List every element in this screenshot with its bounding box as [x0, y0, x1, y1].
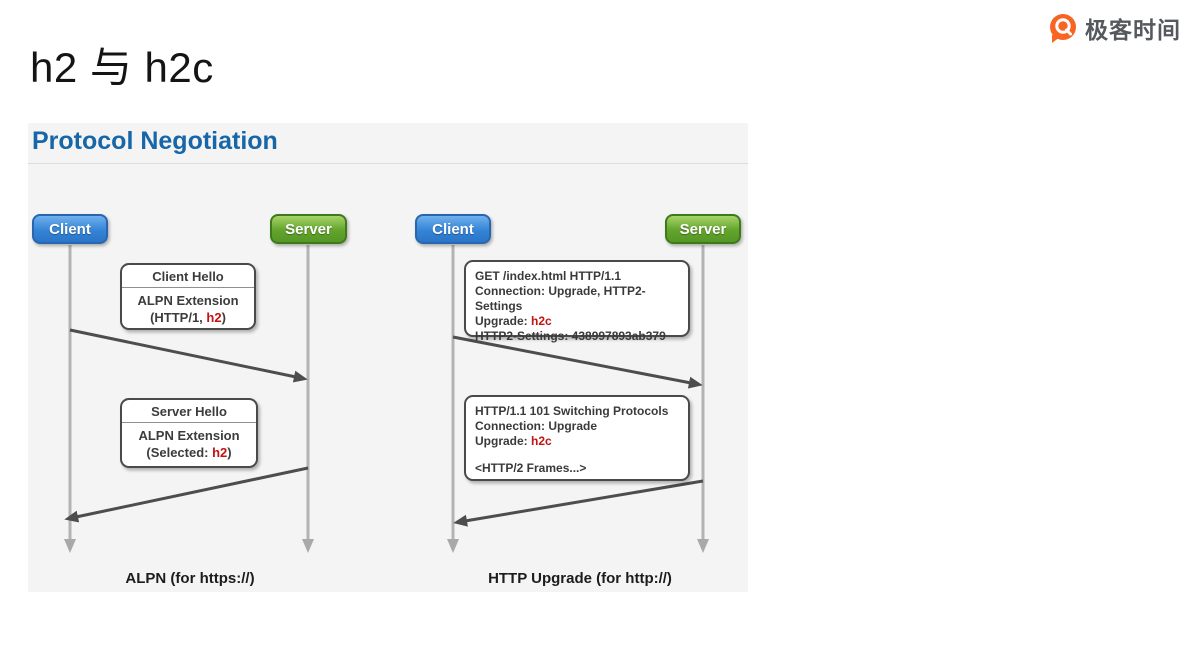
- geektime-logo-icon: [1050, 14, 1076, 43]
- upgrade-client-actor: Client: [415, 214, 491, 244]
- request-line: Connection: Upgrade, HTTP2-Settings: [475, 284, 646, 313]
- slide-title: h2 与 h2c: [30, 44, 214, 91]
- alpn-client-actor: Client: [32, 214, 108, 244]
- msgbox-line: (Selected: h2): [122, 444, 256, 461]
- detail-suffix: ): [227, 445, 232, 460]
- response-line: Connection: Upgrade: [475, 419, 597, 433]
- response-line: <HTTP/2 Frames...>: [475, 461, 587, 475]
- line-prefix: Upgrade:: [475, 434, 532, 448]
- request-line: Upgrade: h2c: [475, 314, 679, 329]
- detail-prefix: (HTTP/1,: [150, 310, 207, 325]
- request-line: GET /index.html HTTP/1.1: [475, 269, 622, 283]
- alpn-client-hello-box: Client Hello ALPN Extension (HTTP/1, h2): [120, 263, 256, 330]
- line-highlight: h2c: [531, 434, 552, 448]
- response-line: HTTP/1.1 101 Switching Protocols: [475, 404, 669, 418]
- msgbox-body: ALPN Extension (Selected: h2): [122, 423, 256, 461]
- detail-highlight: h2: [212, 445, 228, 460]
- panel-title: Protocol Negotiation: [32, 127, 278, 155]
- blank-line: [475, 449, 679, 461]
- detail-suffix: ): [221, 310, 226, 325]
- msgbox-line: ALPN Extension: [137, 293, 239, 308]
- msgbox-title: Client Hello: [122, 265, 254, 288]
- alpn-server-actor: Server: [270, 214, 347, 244]
- detail-prefix: (Selected:: [146, 445, 213, 460]
- alpn-server-hello-box: Server Hello ALPN Extension (Selected: h…: [120, 398, 258, 468]
- protocol-negotiation-panel: Protocol Negotiation Client Server: [28, 123, 748, 592]
- alpn-request-arrow: [69, 328, 308, 383]
- panel-divider: [28, 163, 748, 164]
- upgrade-response-arrow: [453, 479, 704, 527]
- sequence-lines: [64, 245, 709, 553]
- response-line: Upgrade: h2c: [475, 434, 679, 449]
- line-prefix: Upgrade:: [475, 314, 532, 328]
- upgrade-server-actor: Server: [665, 214, 741, 244]
- request-line: HTTP2-Settings: 438997893ab379: [475, 329, 666, 343]
- upgrade-request-box: GET /index.html HTTP/1.1 Connection: Upg…: [464, 260, 690, 343]
- msgbox-line: (HTTP/1, h2): [122, 309, 254, 326]
- msgbox-body: ALPN Extension (HTTP/1, h2): [122, 288, 254, 326]
- brand-name: 极客时间: [1085, 17, 1181, 43]
- brand: 极客时间: [1048, 11, 1181, 45]
- upgrade-caption: HTTP Upgrade (for http://): [488, 570, 672, 587]
- upgrade-response-box: HTTP/1.1 101 Switching Protocols Connect…: [464, 395, 690, 481]
- line-highlight: h2c: [531, 314, 552, 328]
- msgbox-title: Server Hello: [122, 400, 256, 423]
- upgrade-request-arrow: [452, 335, 703, 389]
- alpn-caption: ALPN (for https://): [125, 570, 255, 587]
- detail-highlight: h2: [206, 310, 222, 325]
- msgbox-line: ALPN Extension: [138, 428, 240, 443]
- alpn-response-arrow: [64, 466, 309, 523]
